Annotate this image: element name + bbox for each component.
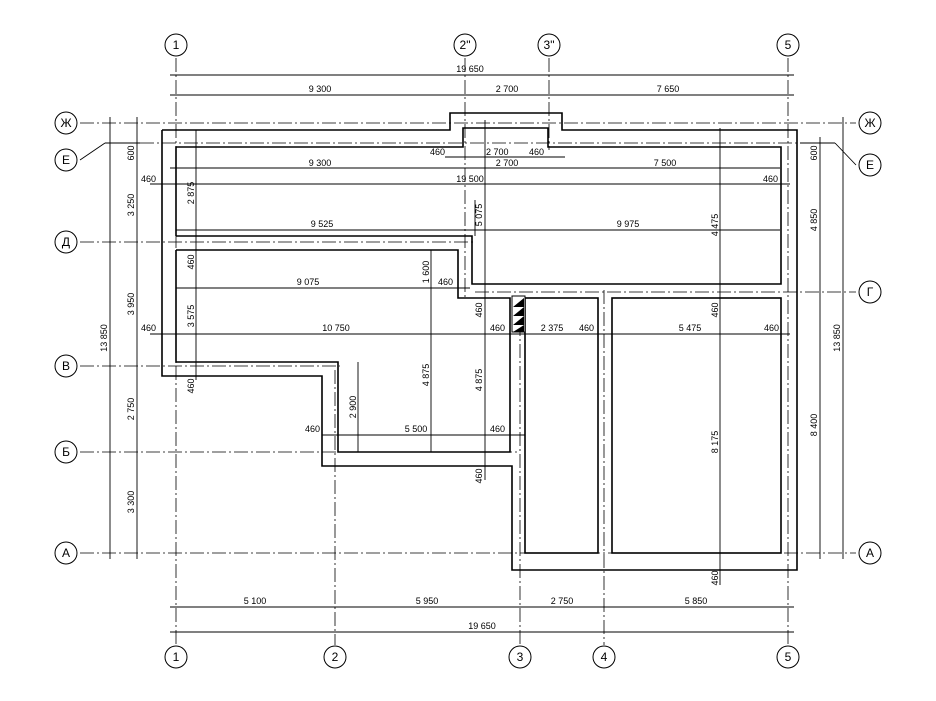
dim-bottom: 2 750 [551, 596, 574, 606]
dim-left: 3 950 [126, 293, 136, 316]
dim-inner: 19 500 [456, 174, 484, 184]
dim-inner: 4 475 [710, 214, 720, 237]
axis-label: 3 [517, 650, 524, 664]
dim-inner: 8 175 [710, 431, 720, 454]
axis-label: Ж [60, 116, 71, 130]
axis-label: В [62, 359, 70, 373]
dim-top: 9 300 [309, 84, 332, 94]
dim-inner: 2 900 [348, 396, 358, 419]
dim-inner: 9 525 [311, 219, 334, 229]
axis-label: 2" [460, 38, 471, 52]
dim-left-total: 13 850 [99, 324, 109, 352]
dim-bottom: 5 100 [244, 596, 267, 606]
dim-left: 3 300 [126, 491, 136, 514]
axis-label: А [866, 546, 874, 560]
dimension-labels: 19 650 9 300 2 700 7 650 5 100 5 950 2 7… [99, 64, 842, 631]
dim-inner: 10 750 [322, 323, 350, 333]
dim-inner: 460 [141, 323, 156, 333]
axis-label: Б [62, 445, 70, 459]
axis-label: Д [62, 235, 70, 249]
dim-inner: 460 [763, 174, 778, 184]
dim-inner: 5 500 [405, 424, 428, 434]
axis-label: 5 [785, 650, 792, 664]
dim-inner: 460 [764, 323, 779, 333]
dim-bottom-total: 19 650 [468, 621, 496, 631]
dim-inner: 460 [474, 302, 484, 317]
axis-bubbles: 1 2" 3" 5 1 2 3 4 5 Ж Е Д В Б А Ж Е Г А [54, 33, 882, 669]
dim-inner: 5 475 [679, 323, 702, 333]
axis-label: 1 [173, 650, 180, 664]
axis-label: 1 [173, 38, 180, 52]
axis-label: Г [867, 285, 874, 299]
dim-top: 2 700 [496, 84, 519, 94]
dim-inner: 5 075 [474, 204, 484, 227]
dim-inner: 460 [710, 302, 720, 317]
dim-inner: 2 875 [186, 182, 196, 205]
dim-inner: 460 [141, 174, 156, 184]
dim-inner: 2 700 [486, 147, 509, 157]
dim-right: 8 400 [809, 414, 819, 437]
dim-inner: 460 [186, 378, 196, 393]
dimension-lines [109, 74, 844, 633]
dim-top: 7 650 [657, 84, 680, 94]
dim-inner: 4 875 [421, 364, 431, 387]
axis-label: 3" [544, 38, 555, 52]
dim-inner: 2 700 [496, 158, 519, 168]
dim-inner: 1 600 [421, 261, 431, 284]
dim-inner: 460 [579, 323, 594, 333]
dim-right: 600 [809, 145, 819, 160]
dim-left: 600 [126, 145, 136, 160]
axis-label: Е [866, 158, 874, 172]
dim-inner: 2 375 [541, 323, 564, 333]
axis-label: Е [62, 153, 70, 167]
dim-inner: 9 075 [297, 277, 320, 287]
dim-top-total: 19 650 [456, 64, 484, 74]
dim-inner: 7 500 [654, 158, 677, 168]
axis-label: 5 [785, 38, 792, 52]
dim-inner: 3 575 [186, 305, 196, 328]
dim-inner: 460 [474, 468, 484, 483]
axis-label: Ж [864, 116, 875, 130]
stair-hatch [511, 295, 526, 333]
dim-inner: 460 [710, 570, 720, 585]
dim-inner: 4 875 [474, 369, 484, 392]
dim-inner: 460 [305, 424, 320, 434]
axis-label: 4 [601, 650, 608, 664]
dim-bottom: 5 850 [685, 596, 708, 606]
axis-label: А [62, 546, 70, 560]
dim-inner: 9 300 [309, 158, 332, 168]
dim-right-total: 13 850 [832, 324, 842, 352]
dim-inner: 460 [186, 254, 196, 269]
dim-inner: 460 [490, 323, 505, 333]
walls [161, 112, 798, 571]
dim-left: 3 250 [126, 194, 136, 217]
dim-right: 4 850 [809, 209, 819, 232]
dim-left: 2 750 [126, 398, 136, 421]
dim-inner: 9 975 [617, 219, 640, 229]
axis-label: 2 [332, 650, 339, 664]
dim-inner: 460 [490, 424, 505, 434]
dim-inner: 460 [438, 277, 453, 287]
dim-inner: 460 [430, 147, 445, 157]
dim-bottom: 5 950 [416, 596, 439, 606]
dim-inner: 460 [529, 147, 544, 157]
